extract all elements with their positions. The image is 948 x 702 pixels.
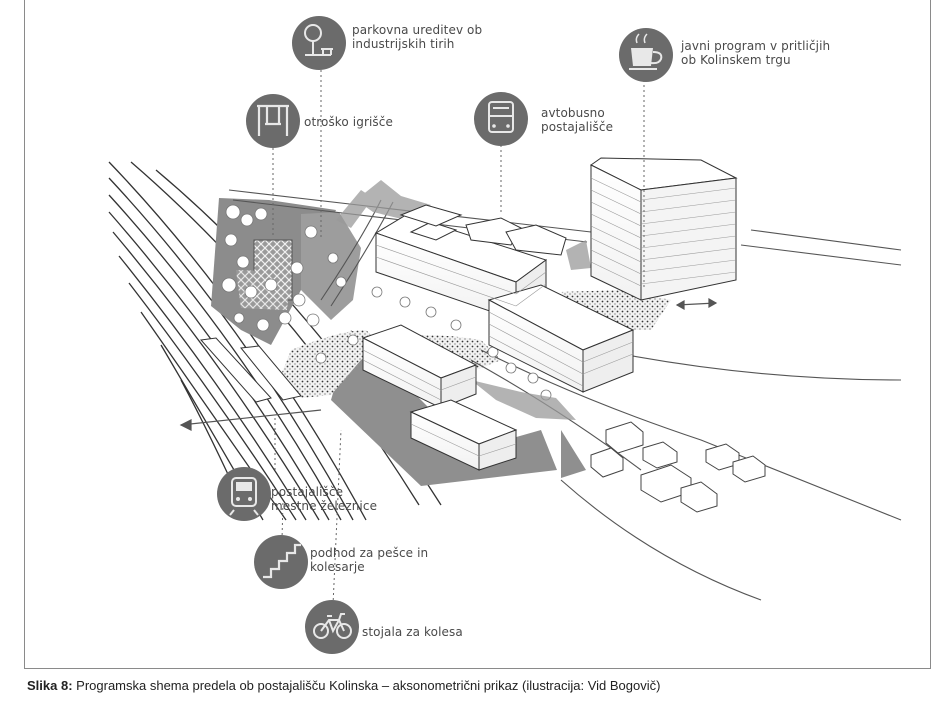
callout-playground: otroško igrišče — [304, 115, 393, 129]
callout-underpass-line1: podhod za pešce in — [310, 546, 429, 560]
figure-frame: parkovna ureditev ob industrijskih tirih… — [24, 0, 931, 669]
trees — [221, 204, 552, 401]
bus-icon — [474, 92, 528, 146]
callout-underpass: podhod za pešce in kolesarje — [310, 546, 428, 574]
caption-label: Slika 8: — [27, 678, 73, 693]
caption-text: Programska shema predela ob postajališču… — [76, 678, 661, 693]
callout-bus: avtobusno postajališče — [541, 106, 613, 134]
axonometric-illustration — [108, 16, 902, 654]
bicycle-icon — [305, 600, 359, 654]
dotted-plaza — [281, 330, 381, 398]
callout-park: parkovna ureditev ob industrijskih tirih — [352, 23, 482, 51]
callout-bikes-line1: stojala za kolesa — [362, 625, 463, 639]
facade-lines — [362, 177, 737, 457]
callout-train-line2: mestne železnice — [271, 499, 378, 513]
swing-icon — [246, 94, 300, 148]
coffee-cup-icon — [619, 28, 673, 82]
railway-tracks — [108, 161, 442, 521]
tree-bench-icon — [292, 16, 346, 70]
callout-playground-line1: otroško igrišče — [304, 115, 393, 129]
callout-train-line1: postajališče — [271, 485, 344, 499]
callout-underpass-line2: kolesarje — [310, 560, 365, 574]
callout-train: postajališče mestne železnice — [271, 485, 377, 513]
callout-cafe-line1: javni program v pritličjih — [681, 39, 831, 53]
callout-cafe: javni program v pritličjih ob Kolinskem … — [681, 39, 830, 67]
buildings — [361, 157, 738, 471]
train — [200, 337, 302, 403]
houses — [590, 421, 766, 513]
callout-park-line2: industrijskih tirih — [352, 37, 455, 51]
train-icon — [217, 467, 271, 521]
callout-cafe-line2: ob Kolinskem trgu — [681, 53, 791, 67]
figure-caption: Slika 8: Programska shema predela ob pos… — [27, 678, 660, 693]
callout-bus-line2: postajališče — [541, 120, 614, 134]
callout-bikes: stojala za kolesa — [362, 625, 463, 639]
callout-bus-line1: avtobusno — [541, 106, 605, 120]
callout-park-line1: parkovna ureditev ob — [352, 23, 483, 37]
stairs-icon — [254, 535, 308, 589]
